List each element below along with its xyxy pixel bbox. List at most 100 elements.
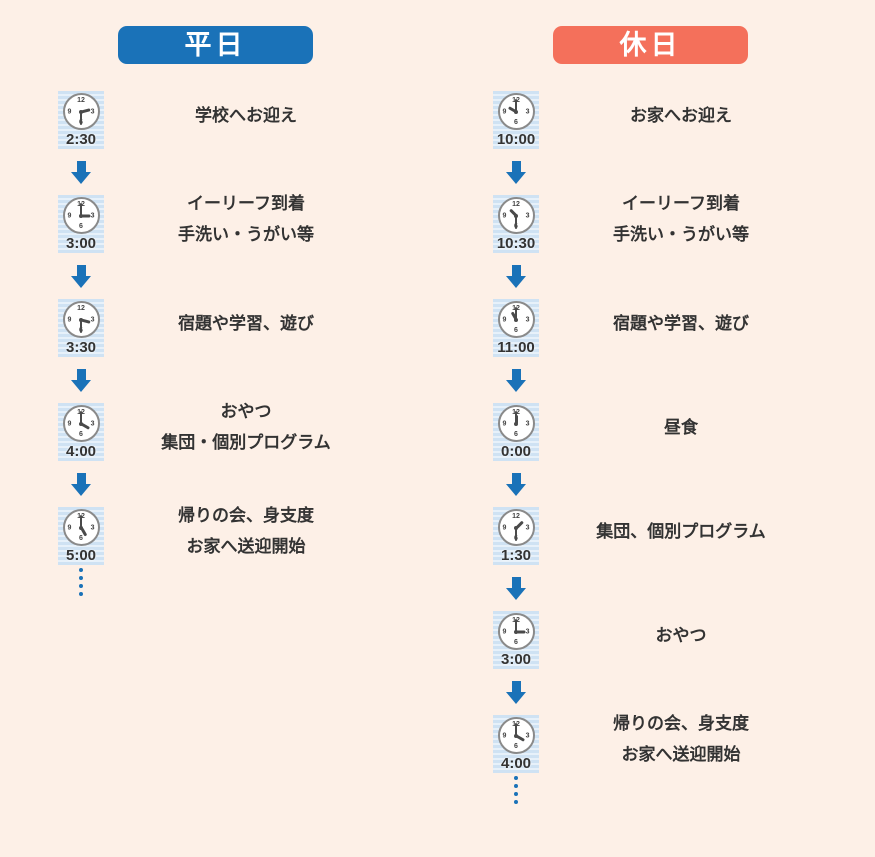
- clock-number-9: 9: [67, 420, 72, 427]
- step-time: 10:30: [496, 235, 536, 252]
- arrow-head: [506, 275, 526, 288]
- column-holiday: 休日 12 3 6 9 10:00 お家へお迎え 12 3 6: [473, 0, 863, 807]
- weekday-header-badge: 平日: [118, 26, 313, 64]
- step-label: イーリーフ到着 手洗い・うがい等: [613, 194, 749, 244]
- clock-number-3: 3: [90, 316, 95, 323]
- clock-icon: 12 3 6 9 3:30: [58, 299, 104, 357]
- step-label: 昼食: [664, 417, 698, 437]
- arrow-shaft: [511, 576, 521, 588]
- down-arrow-icon: [493, 669, 539, 715]
- clock-face-icon: 12 3 6 9: [497, 197, 535, 234]
- arrow-shaft: [76, 160, 86, 172]
- clock-number-6: 6: [79, 223, 83, 230]
- schedule-step: 12 3 6 9 10:00 お家へお迎え: [473, 91, 863, 149]
- clock-icon: 12 3 6 9 10:00: [493, 91, 539, 149]
- step-time: 2:30: [65, 131, 97, 148]
- clock-number-6: 6: [514, 743, 518, 750]
- down-arrow-icon: [493, 565, 539, 611]
- clock-number-6: 6: [514, 327, 518, 334]
- clock-number-3: 3: [525, 732, 530, 739]
- arrow-shaft: [511, 680, 521, 692]
- clock-icon: 12 3 6 9 10:30: [493, 195, 539, 253]
- clock-icon: 12 3 6 9 11:00: [493, 299, 539, 357]
- step-time: 4:00: [65, 443, 97, 460]
- clock-icon: 12 3 6 9 3:00: [58, 195, 104, 253]
- clock-center-pin: [514, 317, 518, 322]
- clock-number-9: 9: [502, 732, 507, 739]
- clock-face-icon: 12 3 6 9: [62, 509, 100, 546]
- column-weekday: 平日 12 3 6 9 2:30 学校へお迎え 12 3 6 9: [38, 0, 428, 599]
- down-arrow-icon: [493, 357, 539, 403]
- clock-minute-hand: [515, 618, 517, 632]
- down-arrow-icon: [493, 461, 539, 507]
- clock-number-9: 9: [502, 420, 507, 427]
- clock-center-pin: [514, 109, 518, 114]
- schedule-step: 12 3 6 9 11:00 宿題や学習、遊び: [473, 299, 863, 357]
- step-time: 10:00: [496, 131, 536, 148]
- schedule-step: 12 3 6 9 4:00 おやつ 集団・個別プログラム: [38, 402, 428, 461]
- step-label: 宿題や学習、遊び: [178, 313, 314, 333]
- schedule-step: 12 3 6 9 5:00 帰りの会、身支度 お家へ送迎開始: [38, 506, 428, 565]
- step-time: 3:00: [65, 235, 97, 252]
- clock-face-icon: 12 3 6 9: [497, 301, 535, 338]
- clock-number-6: 6: [79, 431, 83, 438]
- clock-face-icon: 12 3 6 9: [497, 405, 535, 442]
- step-time: 3:00: [500, 651, 532, 668]
- step-label: イーリーフ到着 手洗い・うがい等: [178, 194, 314, 244]
- schedule-step: 12 3 6 9 3:30 宿題や学習、遊び: [38, 299, 428, 357]
- step-label: お家へお迎え: [630, 105, 732, 125]
- arrow-head: [71, 483, 91, 496]
- step-label: 宿題や学習、遊び: [613, 313, 749, 333]
- down-arrow-icon: [58, 149, 104, 195]
- clock-number-6: 6: [514, 431, 518, 438]
- clock-number-6: 6: [514, 639, 518, 646]
- down-arrow-icon: [58, 565, 104, 599]
- clock-center-pin: [514, 213, 518, 218]
- clock-center-pin: [79, 421, 83, 426]
- clock-face-icon: 12 3 6 9: [62, 93, 100, 130]
- clock-face-icon: 12 3 6 9: [497, 613, 535, 650]
- down-arrow-icon: [493, 773, 539, 807]
- clock-minute-hand: [80, 202, 82, 216]
- clock-center-pin: [79, 525, 83, 530]
- schedule-step: 12 3 6 9 0:00 昼食: [473, 403, 863, 461]
- arrow-shaft: [511, 264, 521, 276]
- schedule-step: 12 3 6 9 1:30 集団、個別プログラム: [473, 507, 863, 565]
- clock-number-3: 3: [90, 524, 95, 531]
- clock-number-3: 3: [90, 108, 95, 115]
- clock-face-icon: 12 3 6 9: [497, 93, 535, 130]
- clock-number-12: 12: [512, 513, 520, 520]
- clock-number-12: 12: [77, 305, 85, 312]
- clock-icon: 12 3 6 9 4:00: [58, 403, 104, 461]
- clock-minute-hand: [515, 410, 517, 424]
- arrow-head: [71, 171, 91, 184]
- arrow-head: [506, 171, 526, 184]
- clock-face-icon: 12 3 6 9: [497, 717, 535, 754]
- arrow-shaft: [511, 368, 521, 380]
- step-time: 4:00: [500, 755, 532, 772]
- step-time: 3:30: [65, 339, 97, 356]
- down-arrow-icon: [493, 149, 539, 195]
- clock-number-9: 9: [502, 628, 507, 635]
- clock-number-9: 9: [67, 316, 72, 323]
- step-label: おやつ 集団・個別プログラム: [161, 402, 331, 452]
- clock-number-9: 9: [502, 212, 507, 219]
- clock-center-pin: [514, 525, 518, 530]
- step-time: 0:00: [500, 443, 532, 460]
- clock-number-9: 9: [502, 524, 507, 531]
- clock-minute-hand: [515, 98, 517, 112]
- clock-number-6: 6: [79, 535, 83, 542]
- clock-icon: 12 3 6 9 3:00: [493, 611, 539, 669]
- arrow-head: [71, 275, 91, 288]
- step-label: 集団、個別プログラム: [596, 521, 766, 541]
- arrow-head: [506, 379, 526, 392]
- arrow-shaft: [76, 472, 86, 484]
- clock-number-9: 9: [67, 108, 72, 115]
- clock-face-icon: 12 3 6 9: [62, 301, 100, 338]
- clock-icon: 12 3 6 9 2:30: [58, 91, 104, 149]
- arrow-shaft: [511, 160, 521, 172]
- clock-number-3: 3: [90, 212, 95, 219]
- step-label: 帰りの会、身支度 お家へ送迎開始: [613, 714, 749, 764]
- arrow-shaft: [76, 264, 86, 276]
- arrow-head: [506, 483, 526, 496]
